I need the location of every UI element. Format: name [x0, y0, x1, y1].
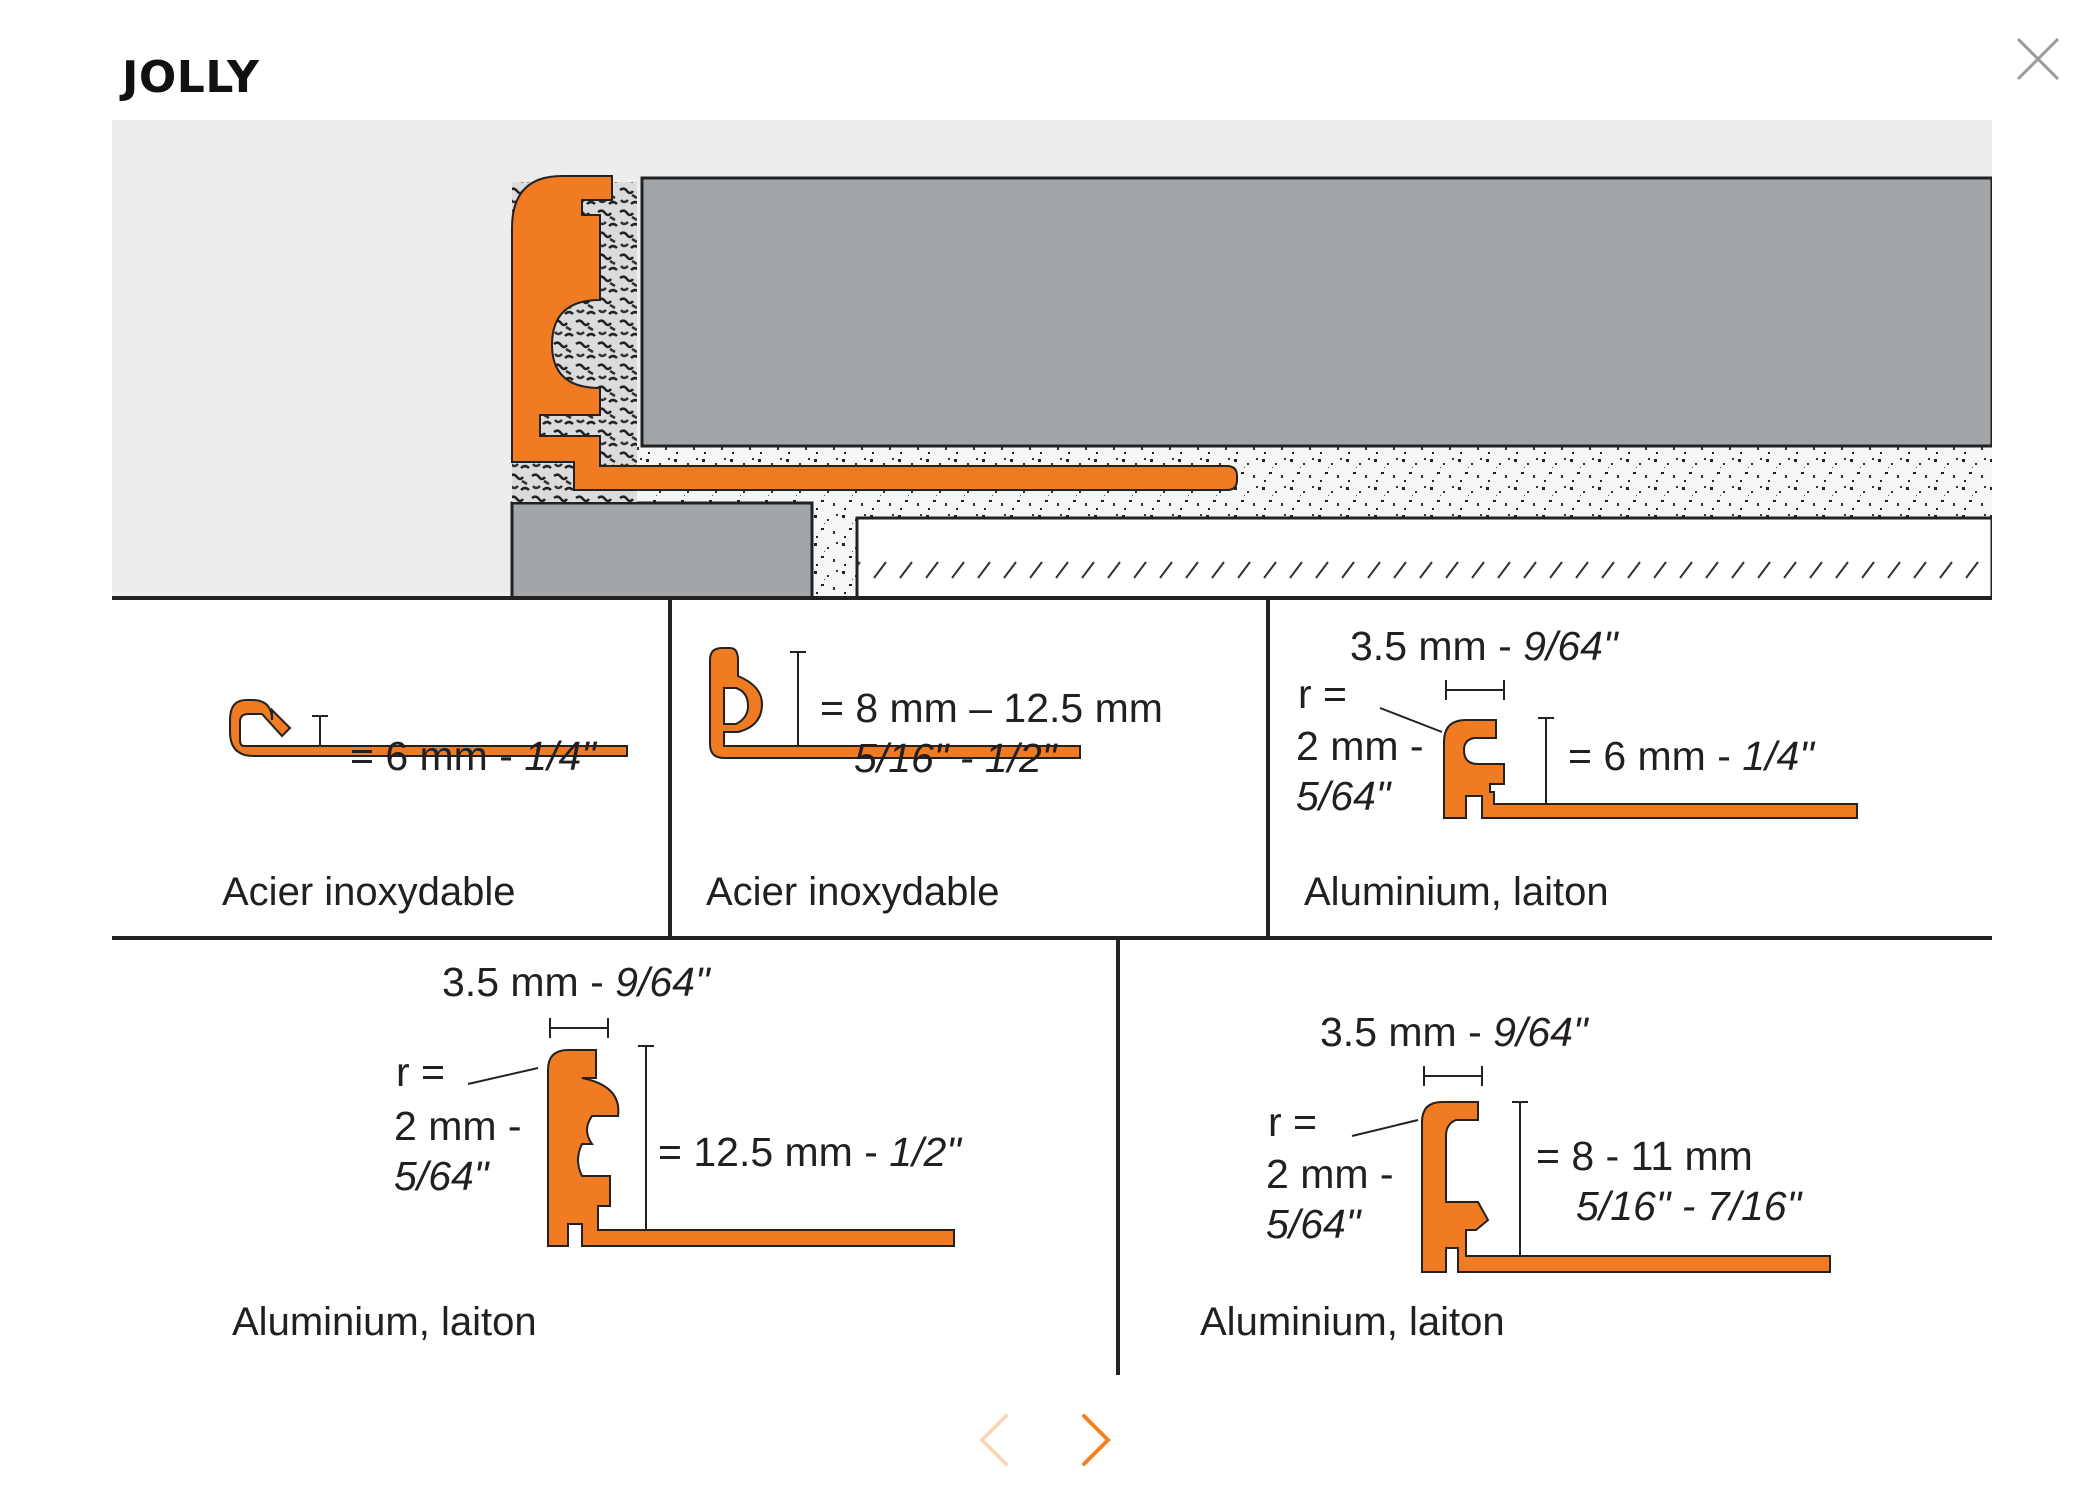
- material-label: Acier inoxydable: [706, 870, 1000, 914]
- radius-value: 2 mm -: [1296, 723, 1424, 769]
- width-inch: 9/64": [1493, 1009, 1590, 1055]
- svg-text:3.5 mm - 9/64": 3.5 mm - 9/64": [1350, 623, 1620, 669]
- profile-panel-4: 3.5 mm - 9/64" r = 2 mm - 5/64" = 12.5 m…: [232, 959, 963, 1344]
- width-label: 3.5 mm -: [1350, 623, 1523, 669]
- dimension-label: = 6 mm -: [1568, 733, 1742, 779]
- material-label: Aluminium, laiton: [1304, 870, 1609, 914]
- svg-text:= 12.5 mm - 1/2": = 12.5 mm - 1/2": [658, 1129, 963, 1175]
- concrete-substrate: [855, 516, 1992, 600]
- svg-text:3.5 mm - 9/64": 3.5 mm - 9/64": [442, 959, 712, 1005]
- close-icon: [2016, 37, 2060, 81]
- material-label: Aluminium, laiton: [1200, 1300, 1505, 1344]
- profile-section: [1443, 719, 1858, 819]
- width-label: 3.5 mm -: [442, 959, 615, 1005]
- radius-label: r =: [1268, 1099, 1317, 1145]
- svg-text:3.5 mm - 9/64": 3.5 mm - 9/64": [1320, 1009, 1590, 1055]
- svg-text:= 6 mm - 1/4": = 6 mm - 1/4": [1568, 733, 1816, 779]
- profile-section: [709, 647, 1081, 759]
- profile-section: [229, 699, 628, 757]
- chevron-right-icon: [1082, 1414, 1111, 1466]
- close-button[interactable]: [2015, 36, 2061, 82]
- material-label: Aluminium, laiton: [232, 1300, 537, 1344]
- chevron-left-icon: [979, 1414, 1008, 1466]
- radius-inch: 5/64": [394, 1153, 491, 1199]
- profile-diagram: = 6 mm - 1/4" Acier inoxydable = 8 mm – …: [112, 120, 1992, 1375]
- modal-title: JOLLY: [122, 52, 260, 103]
- dimension-label: = 6 mm -: [350, 733, 524, 779]
- jolly-profile: [511, 175, 1238, 491]
- dimension-inch: 1/4": [524, 733, 598, 779]
- material-label: Acier inoxydable: [222, 870, 516, 914]
- adjacent-floor-block: [510, 501, 814, 600]
- profile-panel-5: 3.5 mm - 9/64" r = 2 mm - 5/64" = 8 - 11…: [1200, 1009, 1831, 1344]
- dimension-inch: 1/4": [1742, 733, 1816, 779]
- profile-panel-3: 3.5 mm - 9/64" r = 2 mm - 5/64" = 6 mm -…: [1296, 623, 1858, 914]
- profile-section: [1421, 1101, 1831, 1273]
- dimension-inch: 5/16" - 1/2": [854, 735, 1059, 781]
- profile-panel-1: = 6 mm - 1/4" Acier inoxydable: [222, 699, 628, 914]
- profile-section: [547, 1049, 955, 1247]
- width-inch: 9/64": [615, 959, 712, 1005]
- width-inch: 9/64": [1523, 623, 1620, 669]
- dimension-label: = 8 - 11 mm: [1536, 1133, 1753, 1179]
- tile: [640, 176, 1992, 448]
- radius-label: r =: [1298, 671, 1347, 717]
- radius-inch: 5/64": [1266, 1201, 1363, 1247]
- dimension-inch: 5/16" - 7/16": [1576, 1183, 1804, 1229]
- radius-inch: 5/64": [1296, 773, 1393, 819]
- prev-button[interactable]: [974, 1410, 1014, 1470]
- radius-value: 2 mm -: [394, 1103, 522, 1149]
- radius-value: 2 mm -: [1266, 1151, 1394, 1197]
- radius-label: r =: [396, 1049, 445, 1095]
- dimension-inch: 1/2": [889, 1129, 963, 1175]
- dimension-label: = 8 mm – 12.5 mm: [820, 685, 1163, 731]
- width-label: 3.5 mm -: [1320, 1009, 1493, 1055]
- next-button[interactable]: [1076, 1410, 1116, 1470]
- svg-text:= 6 mm - 1/4": = 6 mm - 1/4": [350, 733, 598, 779]
- profile-panel-2: = 8 mm – 12.5 mm 5/16" - 1/2" Acier inox…: [706, 647, 1163, 914]
- dimension-label: = 12.5 mm -: [658, 1129, 889, 1175]
